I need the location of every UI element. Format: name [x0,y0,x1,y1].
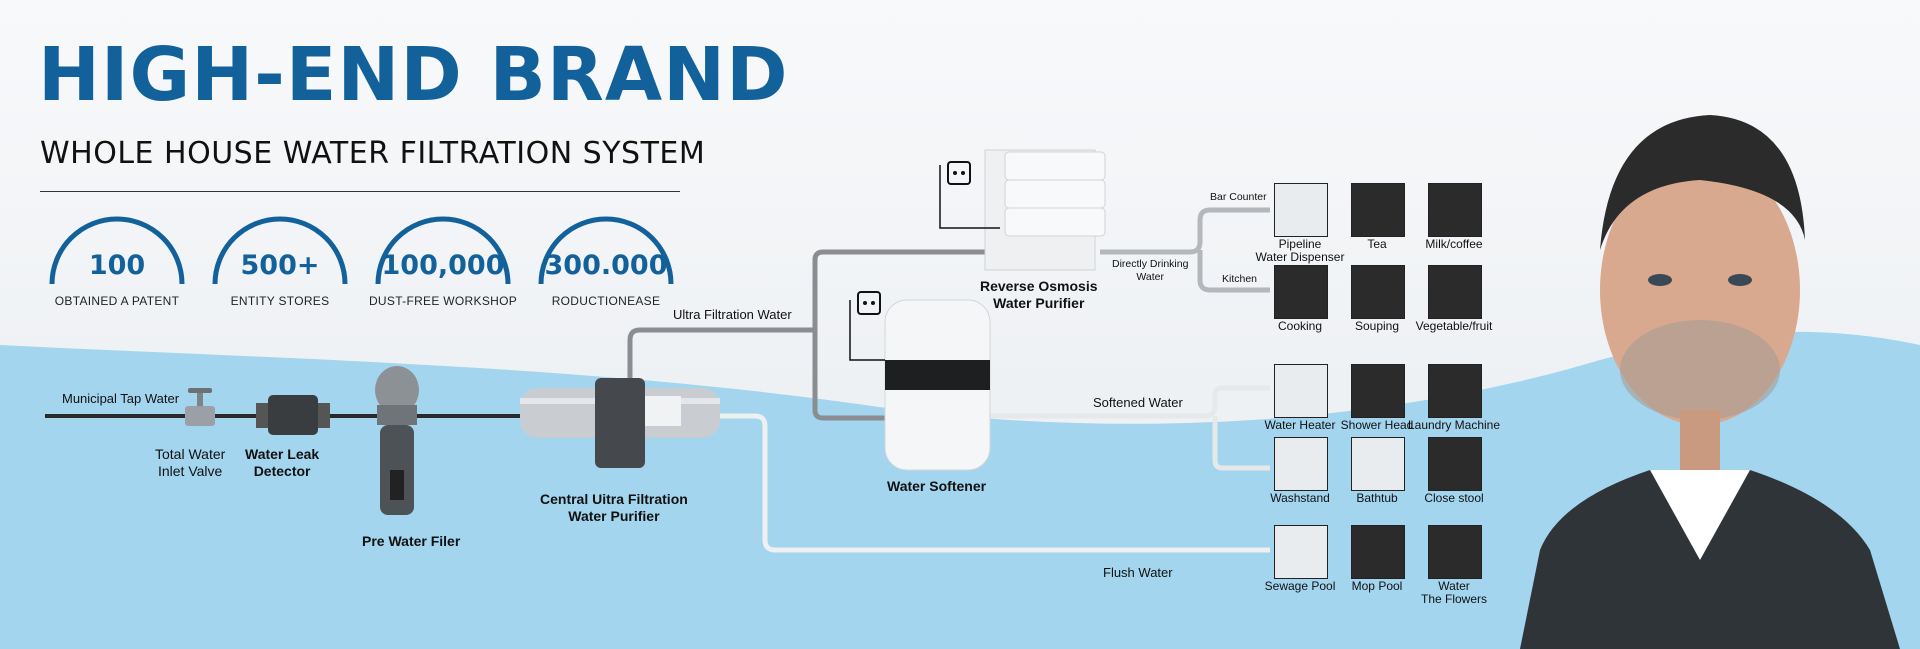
stat-arc-icon [375,216,511,285]
ro-purifier-icon [984,149,1106,271]
endpoint-label: Washstand [1270,491,1330,505]
stat-value: 100 [88,250,146,281]
bathtub-icon [1351,437,1405,491]
water-heater-icon [1274,364,1328,418]
kitchen-pipe [1197,250,1270,293]
inlet-valve-icon [185,388,215,426]
vegetable-icon [1428,265,1482,319]
washing-machine-icon [1428,364,1482,418]
ro-output-pipe [1100,207,1270,255]
flush-water-label: Flush Water [1103,565,1173,580]
endpoint-label: Pipeline Water Dispenser [1255,237,1345,264]
softened-pipe [990,385,1270,419]
endpoint-label: Shower Head [1340,418,1414,432]
page-title: HIGH-END BRAND [38,32,789,118]
stat-label: DUST-FREE WORKSHOP [368,294,518,308]
endpoint-label: Water Heater [1264,418,1336,432]
softener-icon [884,299,991,471]
drinking-water-label: Directly Drinking Water [1112,258,1189,283]
central-purifier-label: Central Uitra Filtration Water Purifier [540,491,688,524]
stat-value: 500+ [240,250,320,281]
stat-arc-icon [538,216,674,285]
endpoint-label: Mop Pool [1351,579,1403,593]
mop-pool-icon [1351,525,1405,579]
municipal-label: Municipal Tap Water [62,391,180,406]
endpoint-label: Tea [1367,237,1387,251]
flush-pipe [720,413,1270,553]
ro-power-plug-icon [939,161,1000,229]
endpoint-label: Water The Flowers [1420,579,1488,606]
coffee-icon [1428,183,1482,237]
plant-icon [1428,525,1482,579]
pre-filter-icon [375,366,419,515]
central-purifier-icon [520,378,720,468]
endpoint-label: Sewage Pool [1264,579,1336,593]
endpoint-label: Souping [1354,319,1400,333]
endpoint-label: Vegetable/fruit [1415,319,1493,333]
softened-branch [1212,416,1270,471]
shower-icon [1351,364,1405,418]
endpoint-label: Milk/coffee [1425,237,1483,251]
pre-filter-label: Pre Water Filer [362,533,461,549]
kitchen-label: Kitchen [1222,273,1258,285]
endpoint-label: Close stool [1424,491,1484,505]
softener-pipe [812,330,885,421]
stat-item: 500+ ENTITY STORES [205,212,355,308]
softener-power-plug-icon [849,291,885,361]
tea-icon [1351,183,1405,237]
endpoint-label: Bathtub [1356,491,1398,505]
washstand-icon [1274,437,1328,491]
bar-counter-label: Bar Counter [1210,191,1267,203]
urinal-icon [1274,525,1328,579]
stat-label: RODUCTIONEASE [551,294,661,308]
leak-detector-label: Water Leak Detector [245,446,320,479]
water-dispenser-icon [1274,183,1328,237]
stat-arc-icon [212,216,348,285]
softened-water-label: Softened Water [1093,395,1183,410]
toilet-icon [1428,437,1482,491]
endpoint-label: Laundry Machine [1407,418,1501,432]
stat-value: 300.000 [544,250,668,281]
pot-icon [1274,265,1328,319]
spokesperson-image [1520,115,1900,649]
ro-purifier-label: Reverse Osmosis Water Purifier [980,278,1098,311]
softener-label: Water Softener [887,478,987,494]
stat-arc-icon [49,216,185,285]
page-subtitle: WHOLE HOUSE WATER FILTRATION SYSTEM [40,136,706,171]
inlet-valve-label: Total Water Inlet Valve [155,446,226,479]
stat-label: OBTAINED A PATENT [54,294,180,308]
soup-icon [1351,265,1405,319]
uf-water-label: Ultra Filtration Water [673,307,792,322]
leak-detector-icon [256,395,330,435]
title-divider [40,191,680,192]
stat-label: ENTITY STORES [230,294,330,308]
endpoint-label: Cooking [1277,319,1323,333]
stat-value: 100,000 [381,250,505,281]
